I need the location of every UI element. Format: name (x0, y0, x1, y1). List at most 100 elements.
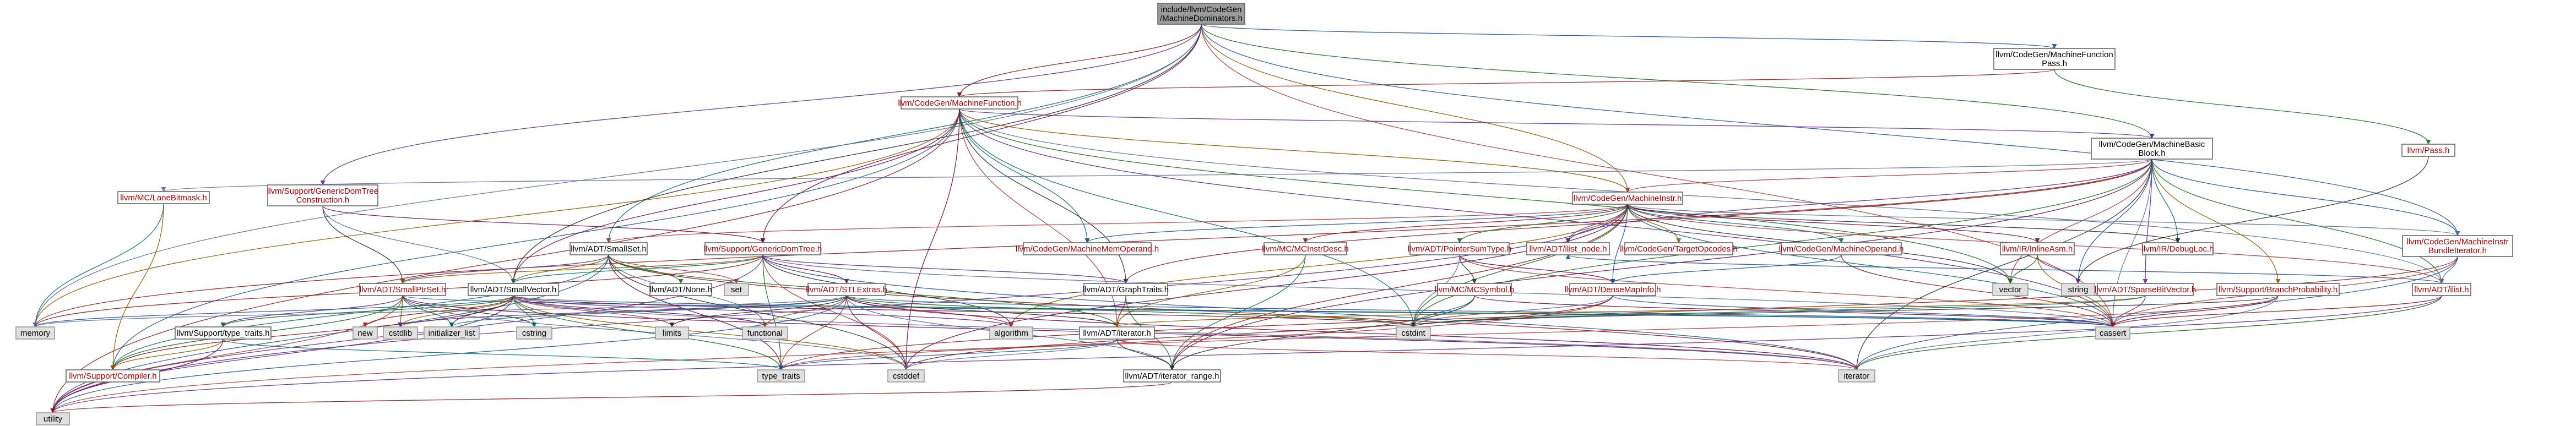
edge-gdtc-to-sps (322, 205, 405, 284)
edge-root-to-mibi (1201, 24, 2460, 236)
edge-mf-to-mbb (959, 108, 2154, 139)
node-dmi[interactable]: llvm/ADT/DenseMapInfo.h (1564, 283, 1661, 296)
node-mmo[interactable]: llvm/CodeGen/MachineMemOperand.h (1016, 242, 1159, 255)
edge-iterator_h-to-iterator (1116, 338, 1859, 370)
node-sps[interactable]: llvm/ADT/SmallPtrSet.h (359, 283, 446, 296)
node-box (352, 326, 378, 340)
edge-gdt-to-sps (400, 254, 763, 284)
node-vector: vector (1992, 283, 2029, 296)
node-string: string (2061, 283, 2095, 296)
node-initlist: initializer_list (424, 326, 480, 340)
node-box (1396, 326, 1431, 340)
node-mf[interactable]: llvm/CodeGen/MachineFunction.h (897, 96, 1022, 110)
edge-mbb-to-bp (2151, 159, 2281, 284)
edge-mf-to-compiler (110, 108, 960, 370)
node-box (570, 242, 648, 255)
node-mibi[interactable]: llvm/CodeGen/MachineInstrBundleIterator.… (2402, 235, 2513, 257)
node-gdtc[interactable]: llvm/Support/GenericDomTreeConstruction.… (267, 184, 378, 206)
node-lanebm[interactable]: llvm/MC/LaneBitmask.h (117, 191, 210, 204)
edge-sv-to-typetraits (513, 295, 784, 370)
edge-lanebm-to-memory (32, 203, 164, 327)
edge-mi-to-mmo (1084, 204, 1628, 243)
edge-mbb-to-graphtraits (1123, 159, 2152, 284)
node-mo[interactable]: llvm/CodeGen/MachineOperand.h (1779, 242, 1904, 255)
edge-gdt-to-sv (511, 254, 763, 284)
node-inlineasm[interactable]: llvm/IR/InlineAsm.h (2000, 242, 2075, 255)
edge-mfp-to-pass (2054, 69, 2431, 145)
edge-dmi-to-cstddef (903, 295, 1613, 370)
node-tgtop[interactable]: llvm/CodeGen/TargetOpcodes.h (1620, 242, 1738, 255)
edge-stl-to-memory (32, 295, 847, 327)
edge-pst-to-dmi (1459, 254, 1615, 284)
node-typetraits: type_traits (757, 369, 805, 383)
node-pass[interactable]: llvm/Pass.h (2401, 144, 2455, 157)
edge-mi-to-cassert (1627, 204, 2116, 327)
edge-sv-to-cstdint (513, 295, 1416, 327)
node-label: BundleIterator.h (2428, 246, 2487, 255)
node-mi[interactable]: llvm/CodeGen/MachineInstr.h (1572, 192, 1683, 205)
edge-mi-to-tgtop (1627, 204, 1682, 243)
edge-mibi-to-iterator (1854, 256, 2458, 370)
node-label: llvm/MC/MCSymbol.h (1435, 285, 1514, 294)
node-label: set (731, 285, 742, 294)
edge-stl-to-functional (762, 295, 847, 327)
node-debugloc[interactable]: llvm/IR/DebugLoc.h (2142, 242, 2214, 255)
node-box (117, 191, 210, 204)
node-label: llvm/ADT/iterator.h (1083, 329, 1151, 338)
node-compiler[interactable]: llvm/Support/Compiler.h (66, 369, 160, 383)
edge-gdt-to-iterator (762, 254, 1859, 370)
edge-ilist-to-iterator (1854, 295, 2442, 370)
node-box (901, 96, 1018, 110)
node-box (2095, 326, 2130, 340)
node-ilist[interactable]: llvm/ADT/ilist.h (2412, 283, 2471, 296)
node-box (1624, 242, 1733, 255)
node-box (1993, 48, 2116, 70)
node-ilistnode[interactable]: llvm/ADT/ilist_node.h (1526, 242, 1610, 255)
node-utility: utility (36, 412, 70, 425)
edge-mi-to-inlineasm (1627, 204, 2040, 243)
edge-ilist-to-ilistnode (1565, 254, 2442, 284)
node-box (1123, 369, 1221, 383)
edge-mf-to-memory (32, 108, 960, 327)
node-pst[interactable]: llvm/ADT/PointerSumType.h (1408, 242, 1511, 255)
node-label: llvm/Support/GenericDomTree.h (704, 244, 822, 254)
node-box (1023, 242, 1152, 255)
edge-pst-to-mcsym (1459, 254, 1477, 284)
node-cstddef: cstddef (887, 369, 925, 383)
edge-mcsym-to-cstdint (1411, 295, 1475, 327)
edge-mi-to-mcid (1303, 204, 1628, 243)
edge-dmi-to-cstdint (1411, 295, 1613, 327)
node-sbv[interactable]: llvm/ADT/SparseBitVector.h (2095, 283, 2196, 296)
edge-mfp-to-mf (957, 69, 2055, 97)
edge-mi-to-mibi (1627, 204, 2460, 236)
edge-bp-to-iterator (1854, 295, 2279, 370)
node-mcsym[interactable]: llvm/MC/MCSymbol.h (1435, 283, 1514, 296)
node-box (1437, 283, 1512, 296)
edge-smallset-to-compiler (110, 254, 609, 370)
node-box (468, 283, 559, 296)
node-mcid[interactable]: llvm/MC/MCInstrDesc.h (1262, 242, 1349, 255)
node-label: Pass.h (2042, 59, 2067, 68)
node-set: set (724, 283, 749, 296)
node-gdt[interactable]: llvm/Support/GenericDomTree.h (704, 242, 822, 255)
node-stl[interactable]: llvm/ADT/STLExtras.h (806, 283, 887, 296)
node-label: llvm/Support/type_traits.h (176, 329, 269, 338)
edge-dmi-to-utility (50, 295, 1613, 413)
node-label: llvm/CodeGen/MachineFunction (1995, 50, 2113, 59)
edge-sv-to-typetraits_h (220, 295, 514, 327)
node-label: cstddef (893, 372, 920, 381)
edge-layer (32, 24, 2460, 413)
node-bp[interactable]: llvm/Support/BranchProbability.h (2216, 283, 2340, 296)
edge-ilist-to-utility (50, 295, 2442, 413)
edge-mi-to-smallset (606, 204, 1628, 243)
edge-typetraits_h-to-typetraits (223, 338, 784, 370)
edge-ilist-to-cassert (2110, 295, 2442, 327)
node-box (1157, 3, 1245, 25)
edge-gdtc-to-sv (322, 205, 516, 284)
node-functional: functional (742, 326, 788, 340)
edge-mi-to-cstdint (1411, 204, 1628, 327)
edge-smallset-to-sv (511, 254, 609, 284)
node-typetraits_h: llvm/Support/type_traits.h (175, 326, 272, 340)
